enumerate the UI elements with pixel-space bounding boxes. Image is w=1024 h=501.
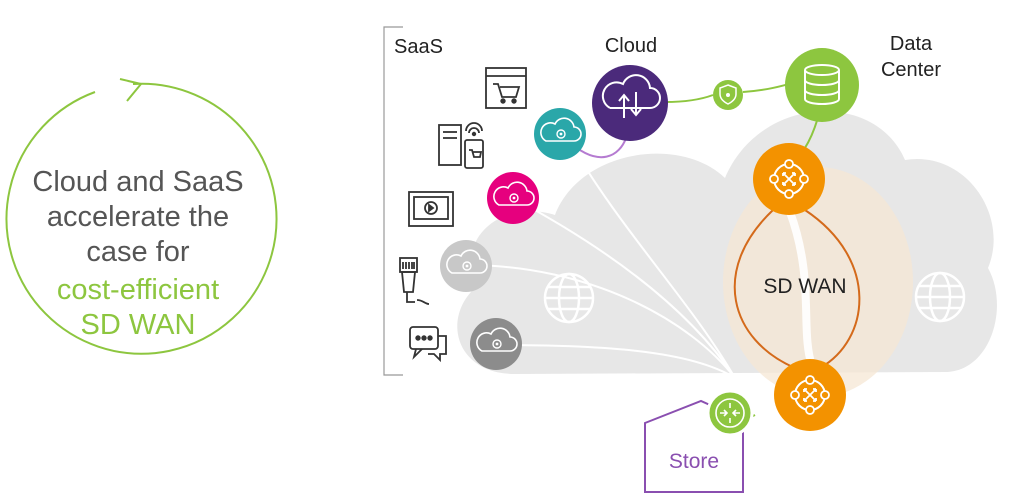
- saas-label: SaaS: [394, 36, 443, 58]
- data-center-label-line-2: Center: [881, 59, 941, 81]
- chat-bubbles-icon: [409, 326, 447, 363]
- cloud-node[interactable]: [592, 65, 668, 141]
- background-clouds: [457, 111, 997, 397]
- store-node[interactable]: Store: [644, 389, 754, 493]
- cloud-label: Cloud: [605, 35, 657, 57]
- intro-highlight-1: cost-efficient: [57, 274, 219, 306]
- data-center-label-line-1: Data: [890, 33, 933, 55]
- barcode-scanner-icon: [399, 257, 430, 305]
- intro-line-1: Cloud and SaaS: [32, 166, 243, 198]
- data-center-node[interactable]: [785, 48, 859, 122]
- saas-bracket: [383, 26, 403, 376]
- database-icon: [804, 64, 840, 106]
- intro-callout: Cloud and SaaS accelerate the case for c…: [5, 78, 278, 355]
- intro-line-2: accelerate the: [47, 201, 229, 233]
- connections: [465, 81, 861, 421]
- devices-wifi-icon: [438, 122, 484, 169]
- store-label: Store: [669, 450, 719, 473]
- sd-wan-router-top[interactable]: [753, 143, 825, 215]
- intro-line-3: case for: [86, 236, 189, 268]
- shopping-cart-window-icon: [485, 67, 527, 109]
- sd-wan-router-bottom[interactable]: [774, 359, 846, 431]
- security-node[interactable]: [713, 80, 743, 110]
- video-player-icon: [408, 191, 454, 227]
- teal-cloud-service[interactable]: [534, 108, 586, 160]
- security-shield-icon: [719, 84, 737, 105]
- intro-highlight-2: SD WAN: [81, 309, 196, 341]
- sd-wan-label: SD WAN: [763, 275, 846, 298]
- light-gray-cloud-service[interactable]: [440, 240, 492, 292]
- dark-gray-cloud-service[interactable]: [470, 318, 522, 370]
- cloud-upload-download-icon: [601, 74, 661, 118]
- converge-arrows-icon: [715, 398, 745, 428]
- magenta-cloud-service[interactable]: [487, 172, 539, 224]
